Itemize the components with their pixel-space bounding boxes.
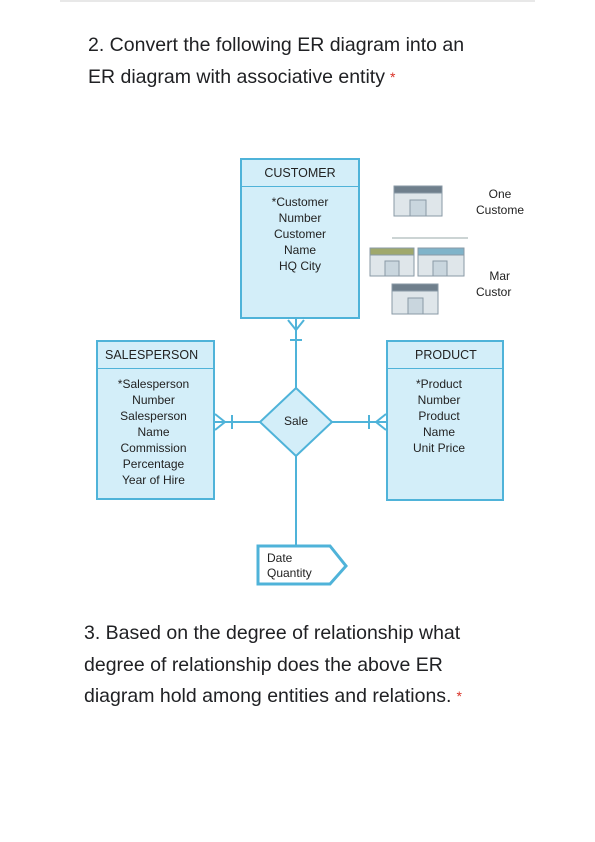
attr-line: Name bbox=[422, 425, 455, 439]
legend-text: Custome bbox=[476, 203, 525, 217]
attr-line: Unit Price bbox=[412, 441, 465, 455]
building-icon bbox=[391, 283, 439, 315]
customer-attributes: *Customer Number Customer Name HQ City bbox=[242, 194, 358, 274]
attr-line: Name bbox=[137, 425, 170, 439]
product-title: PRODUCT bbox=[388, 342, 502, 369]
salesperson-title: SALESPERSON bbox=[98, 342, 213, 369]
crow-foot-customer bbox=[287, 319, 297, 331]
sale-attribute-box bbox=[256, 544, 348, 586]
required-star: * bbox=[389, 68, 396, 85]
attr-line: Number bbox=[132, 393, 175, 407]
attr-line: Percentage bbox=[122, 457, 185, 471]
customer-title: CUSTOMER bbox=[242, 160, 358, 187]
building-icon bbox=[417, 247, 465, 277]
attr-line: Number bbox=[278, 211, 322, 225]
question-3-text: 3. Based on the degree of relationship w… bbox=[84, 622, 461, 707]
building-icon bbox=[393, 185, 443, 217]
attr-line: Salesperson bbox=[120, 409, 187, 423]
crow-foot-salesperson bbox=[214, 413, 226, 423]
salesperson-attributes: *Salesperson Number Salesperson Name Com… bbox=[98, 376, 209, 488]
legend-many-label: Mar Custor bbox=[476, 268, 512, 300]
sale-label: Sale bbox=[284, 414, 309, 428]
building-icon bbox=[369, 247, 415, 277]
attr-line: HQ City bbox=[279, 259, 321, 273]
attr-line: *Salesperson bbox=[117, 377, 190, 391]
salesperson-entity: SALESPERSON *Salesperson Number Salesper… bbox=[96, 340, 215, 500]
attr-line: Year of Hire bbox=[122, 473, 185, 487]
attr-line: Number bbox=[417, 393, 461, 407]
question-3: 3. Based on the degree of relationship w… bbox=[84, 618, 464, 713]
legend-text: Mar bbox=[489, 269, 510, 283]
attr-line: Commission bbox=[120, 441, 187, 455]
attr-line: Customer bbox=[273, 227, 326, 241]
required-star: * bbox=[456, 688, 462, 704]
top-divider bbox=[60, 0, 535, 2]
sale-attributes: Date Quantity bbox=[267, 551, 312, 581]
product-entity: PRODUCT *Product Number Product Name Uni… bbox=[386, 340, 504, 501]
product-attributes: *Product Number Product Name Unit Price bbox=[394, 376, 484, 456]
attr-line: Name bbox=[283, 243, 316, 257]
crow-foot-product bbox=[375, 413, 387, 423]
question-2-text: 2. Convert the following ER diagram into… bbox=[88, 34, 465, 88]
attr-line: Quantity bbox=[267, 566, 312, 580]
sale-diamond bbox=[258, 386, 334, 458]
question-2: 2. Convert the following ER diagram into… bbox=[88, 30, 468, 93]
attr-line: *Customer bbox=[271, 195, 329, 209]
legend-text: Custor bbox=[476, 285, 512, 299]
attr-line: *Product bbox=[415, 377, 463, 391]
attr-line: Product bbox=[418, 409, 460, 423]
attr-line: Date bbox=[267, 551, 293, 565]
legend-one-label: One Custome bbox=[476, 186, 524, 218]
customer-entity: CUSTOMER *Customer Number Customer Name … bbox=[240, 158, 360, 319]
legend-text: One bbox=[488, 187, 512, 201]
